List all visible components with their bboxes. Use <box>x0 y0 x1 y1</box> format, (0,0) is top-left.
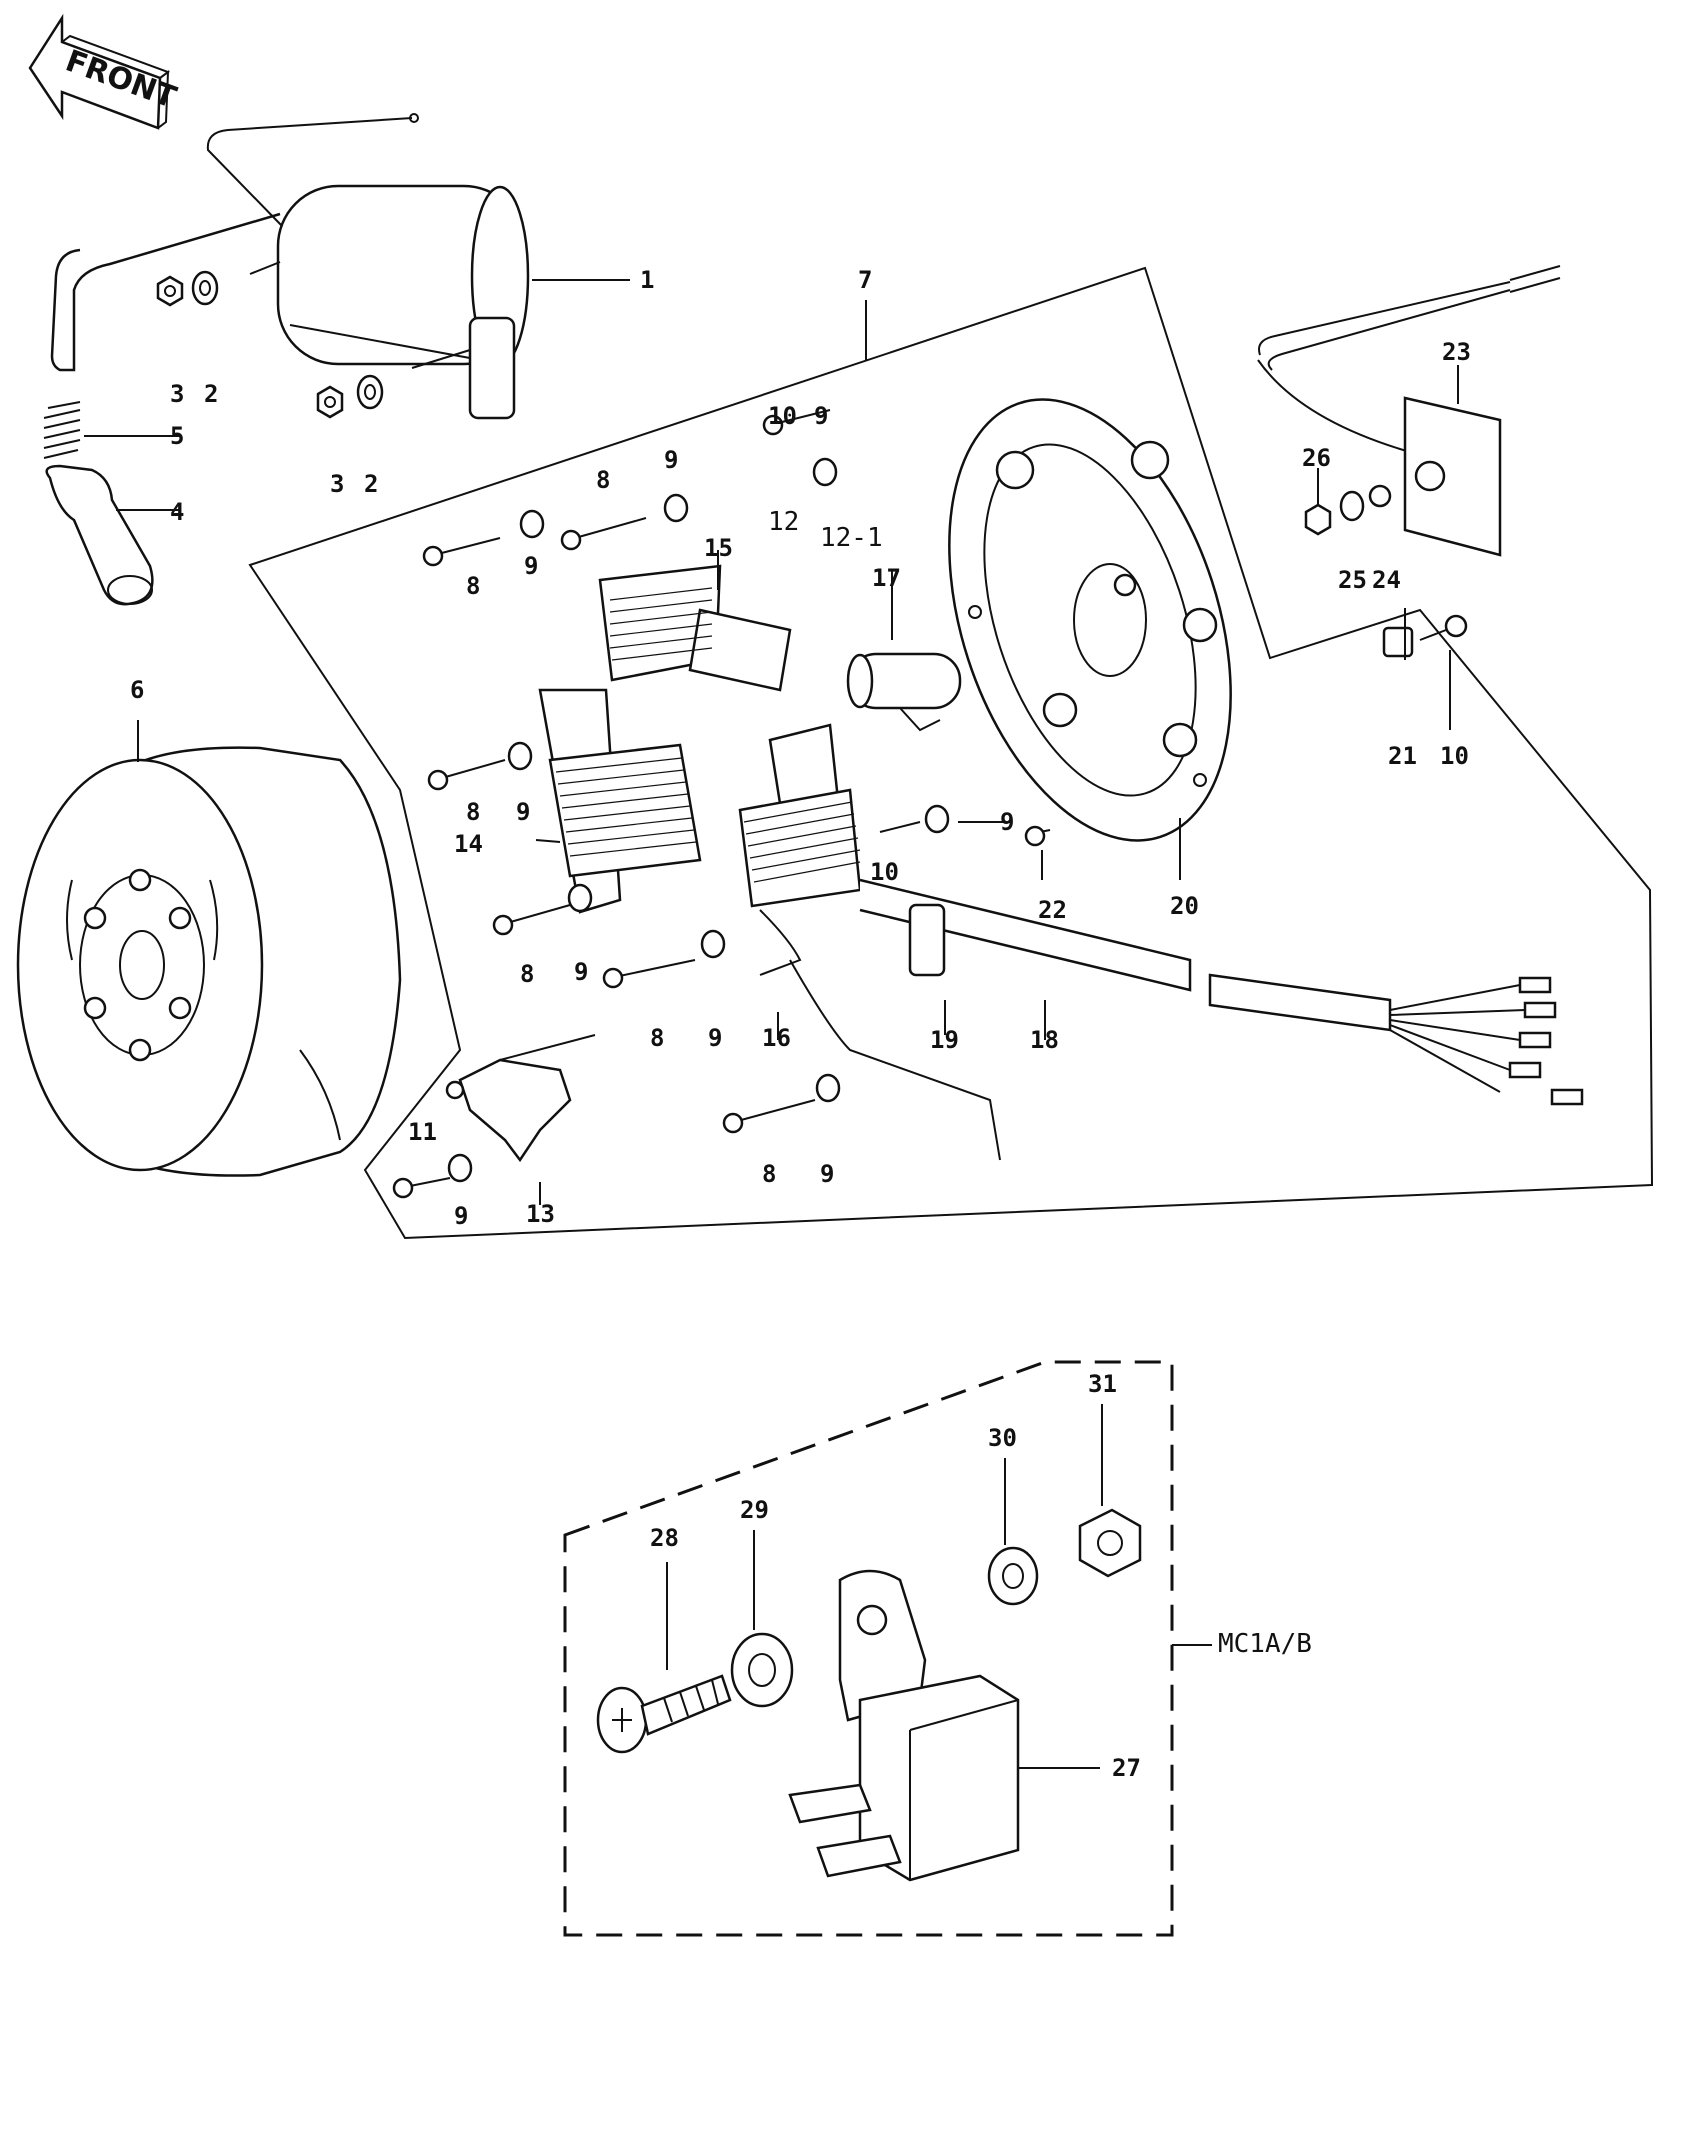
screw-28-icon <box>596 1562 732 1754</box>
callout-11: 11 <box>408 1118 437 1146</box>
callout-6: 6 <box>130 676 144 704</box>
nut-31-icon <box>1078 1404 1142 1578</box>
callout-27: 27 <box>1112 1754 1141 1782</box>
stator-group-outline <box>248 266 1654 1240</box>
generator-coil-15 <box>598 564 792 692</box>
callout-9: 9 <box>454 1202 468 1230</box>
callout-31: 31 <box>1088 1370 1117 1398</box>
callout-23: 23 <box>1442 338 1471 366</box>
nut-3-upper-icon <box>156 275 184 307</box>
callout-8: 8 <box>466 798 480 826</box>
callout-1: 1 <box>640 266 654 294</box>
callout-9: 9 <box>708 1024 722 1052</box>
callout-10: 10 <box>1440 742 1469 770</box>
washer-2-lower-icon <box>356 374 384 410</box>
callout-9: 9 <box>664 446 678 474</box>
callout-18: 18 <box>1030 1026 1059 1054</box>
grommet-icon <box>908 903 946 977</box>
callout-29: 29 <box>740 1496 769 1524</box>
screws-and-washers <box>392 409 1051 1199</box>
callout-9: 9 <box>814 402 828 430</box>
nut-3-lower-icon <box>316 385 344 419</box>
lead-wire-terminal <box>1257 265 1561 557</box>
callout-22: 22 <box>1038 896 1067 924</box>
callout-8: 8 <box>466 572 480 600</box>
callout-9: 9 <box>524 552 538 580</box>
flywheel-rotor <box>16 746 402 1177</box>
wiring-harness <box>859 878 1584 1106</box>
callout-14: 14 <box>454 830 483 858</box>
plug-cap-icon <box>45 464 154 606</box>
callout-15: 15 <box>704 534 733 562</box>
callout-28: 28 <box>650 1524 679 1552</box>
variant-label: MC1A/B <box>1218 1629 1312 1659</box>
variant-box <box>563 1360 1174 1937</box>
callout-24: 24 <box>1372 566 1401 594</box>
callout-3: 3 <box>170 380 184 408</box>
callout-4: 4 <box>170 498 184 526</box>
callout-26: 26 <box>1302 444 1331 472</box>
callout-10: 10 <box>870 858 899 886</box>
callout-9: 9 <box>820 1160 834 1188</box>
callout-9: 9 <box>516 798 530 826</box>
callout-7: 7 <box>858 266 872 294</box>
callout-9: 9 <box>1000 808 1014 836</box>
callout-20: 20 <box>1170 892 1199 920</box>
callout-30: 30 <box>988 1424 1017 1452</box>
callout-8: 8 <box>650 1024 664 1052</box>
callout-10: 10 <box>768 402 797 430</box>
washer-30-icon <box>987 1458 1039 1606</box>
callout-8: 8 <box>596 466 610 494</box>
lockwasher-24-icon <box>1368 484 1392 508</box>
callout-2: 2 <box>204 380 218 408</box>
front-arrow-icon: FRONT <box>28 13 181 130</box>
callout-17: 17 <box>872 564 901 592</box>
washer-25-icon <box>1339 490 1365 522</box>
spring-icon <box>43 401 81 459</box>
regulator-27 <box>788 1569 1100 1882</box>
stator-plate <box>948 398 1232 842</box>
callout-19: 19 <box>930 1026 959 1054</box>
ground-lead <box>789 959 1001 1161</box>
generator-coil-16 <box>738 723 862 976</box>
washer-29-icon <box>730 1530 794 1708</box>
callout-9: 9 <box>574 958 588 986</box>
leader-lines <box>84 279 1459 1205</box>
callout-labels: 1 2 3 2 3 4 5 6 7 8 9 8 9 10 9 12 12-1 1… <box>130 266 1471 1782</box>
ignition-coil <box>50 113 530 420</box>
callout-5: 5 <box>170 422 184 450</box>
callout-13: 13 <box>526 1200 555 1228</box>
callout-16: 16 <box>762 1024 791 1052</box>
screw-10-right-icon <box>1419 614 1468 641</box>
clip-21-icon <box>1382 626 1414 658</box>
callout-12-1: 12-1 <box>820 523 883 553</box>
condenser-icon <box>846 652 962 732</box>
callout-3: 3 <box>330 470 344 498</box>
callout-12: 12 <box>768 507 799 537</box>
callout-21: 21 <box>1388 742 1417 770</box>
callout-8: 8 <box>520 960 534 988</box>
washer-2-upper-icon <box>191 270 219 306</box>
callout-25: 25 <box>1338 566 1367 594</box>
contact-breaker-icon <box>445 1034 596 1163</box>
callout-8: 8 <box>762 1160 776 1188</box>
nut-26-icon <box>1304 503 1332 536</box>
generator-coil-14 <box>538 688 702 914</box>
callout-2: 2 <box>364 470 378 498</box>
